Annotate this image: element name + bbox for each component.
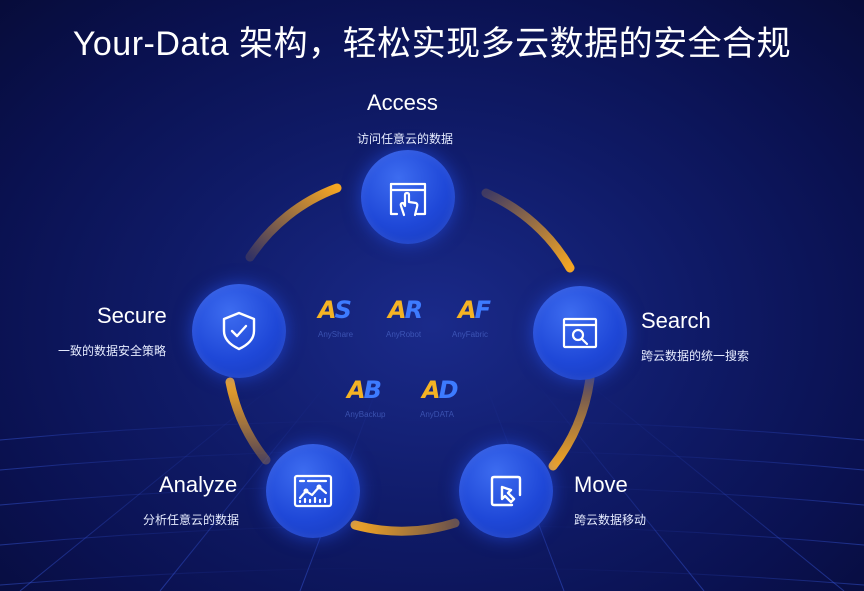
product-logo-af-caption: AnyFabric (452, 330, 489, 339)
grid-floor-background (0, 380, 864, 591)
product-logo-as: AS (318, 296, 352, 324)
search-node (533, 286, 627, 380)
product-logo-ab-caption: AnyBackup (345, 410, 386, 419)
access-node (361, 150, 455, 244)
access-desc: 访问任意云的数据 (357, 132, 454, 146)
secure-node (192, 284, 286, 378)
hand-pointer-window-icon (389, 182, 427, 217)
access-label: Access (367, 90, 438, 115)
search-label: Search (641, 308, 711, 333)
shield-check-icon (222, 311, 256, 351)
secure-label: Secure (97, 303, 167, 328)
ring-segment-move-analyze (350, 518, 460, 536)
analytics-dashboard-icon (293, 474, 333, 508)
product-logo-ar-caption: AnyRobot (386, 330, 422, 339)
product-logo-as-caption: AnyShare (318, 330, 354, 339)
move-desc: 跨云数据移动 (574, 513, 647, 527)
move-node (459, 444, 553, 538)
product-logo-ad-caption: AnyDATA (420, 410, 454, 419)
analyze-node (266, 444, 360, 538)
product-logo-ad: AD (422, 376, 458, 404)
ring-segment-search-move (548, 373, 595, 471)
ring-segment-secure-access (245, 183, 342, 262)
ring-segment-analyze-secure (225, 377, 271, 465)
analyze-desc: 分析任意云的数据 (143, 513, 240, 527)
magnifier-window-icon (562, 317, 598, 349)
search-desc: 跨云数据的统一搜索 (641, 349, 750, 363)
secure-desc: 一致的数据安全策略 (58, 344, 167, 358)
analyze-label: Analyze (159, 472, 238, 497)
move-label: Move (574, 472, 628, 497)
product-logo-ar: AR (388, 296, 423, 324)
product-logo-ab: AB (347, 376, 382, 404)
ring-segment-access-search (481, 188, 575, 273)
cursor-arrow-box-icon (490, 475, 522, 507)
product-logo-af: AF (458, 296, 491, 324)
page-title: Your-Data 架构，轻松实现多云数据的安全合规 (72, 25, 792, 63)
